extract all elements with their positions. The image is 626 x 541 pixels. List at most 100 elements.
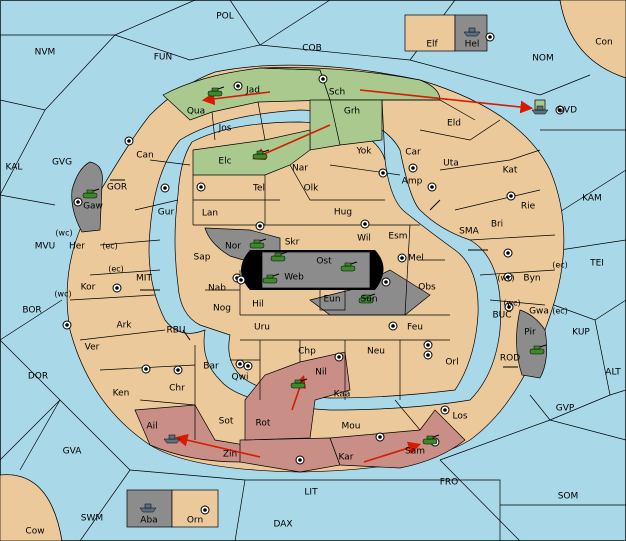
province-label-fun[interactable]: FUN bbox=[154, 53, 173, 63]
province-label-nar[interactable]: Nar bbox=[292, 164, 308, 174]
province-label-orn[interactable]: Orn bbox=[187, 516, 203, 526]
province-label-nog[interactable]: Nog bbox=[213, 304, 231, 314]
province-label-mvu[interactable]: MVU bbox=[35, 242, 56, 252]
province-label-los[interactable]: Los bbox=[452, 412, 467, 422]
province-label-lit[interactable]: LIT bbox=[304, 488, 318, 498]
army-unit-ost[interactable] bbox=[340, 261, 358, 272]
province-label-can[interactable]: Can bbox=[136, 151, 154, 161]
province-label-nom[interactable]: NOM bbox=[532, 54, 554, 64]
province-label-eun[interactable]: Eun bbox=[323, 295, 340, 305]
province-label-sam[interactable]: Sam bbox=[405, 447, 425, 457]
province-label-ver[interactable]: Ver bbox=[85, 343, 100, 353]
province-label-bar[interactable]: Bar bbox=[203, 362, 219, 372]
province-label-ail[interactable]: Ail bbox=[146, 422, 157, 432]
province-label-kaa[interactable]: Kaa bbox=[334, 390, 351, 400]
army-unit-gaw[interactable] bbox=[82, 188, 100, 199]
province-label-pol[interactable]: POL bbox=[216, 12, 234, 22]
province-label-olk[interactable]: Olk bbox=[304, 184, 320, 194]
province-label-kup[interactable]: KUP bbox=[572, 328, 590, 338]
fleet-unit-aba[interactable] bbox=[139, 503, 157, 513]
province-label-hil[interactable]: Hil bbox=[252, 300, 264, 310]
province-label-mou[interactable]: Mou bbox=[342, 422, 361, 432]
province-label-rot[interactable]: Rot bbox=[256, 419, 271, 429]
province-label-gwa[interactable]: Gwa bbox=[529, 307, 549, 317]
province-label-qua[interactable]: Qua bbox=[187, 107, 205, 117]
province-label-gur[interactable]: Gur bbox=[158, 208, 175, 218]
province-label-eld[interactable]: Eld bbox=[447, 119, 461, 129]
province-label-amp[interactable]: Amp bbox=[402, 177, 423, 187]
province-label-kor[interactable]: Kor bbox=[81, 283, 96, 293]
province-label-sma[interactable]: SMA bbox=[459, 227, 479, 237]
province-label-swm[interactable]: SWM bbox=[81, 514, 103, 524]
province-label-kar[interactable]: Kar bbox=[339, 453, 354, 463]
province-label-tel[interactable]: Tel bbox=[252, 184, 265, 194]
province-label-ark[interactable]: Ark bbox=[116, 321, 132, 331]
province-label-web[interactable]: Web bbox=[284, 273, 304, 283]
army-unit-web[interactable] bbox=[262, 273, 280, 284]
province-label-chp[interactable]: Chp bbox=[298, 347, 316, 357]
province-label-qwi[interactable]: Qwi bbox=[232, 373, 249, 383]
province-label-sch[interactable]: Sch bbox=[329, 88, 345, 98]
province-label-yok[interactable]: Yok bbox=[355, 147, 372, 157]
province-label-wil[interactable]: Wil bbox=[357, 234, 371, 244]
province-label-fro[interactable]: FRO bbox=[440, 478, 459, 488]
army-unit-sun[interactable] bbox=[358, 293, 376, 304]
province-label-cob[interactable]: COB bbox=[302, 44, 322, 54]
province-label-zin[interactable]: Zin bbox=[223, 450, 237, 460]
province-label-gaw[interactable]: Gaw bbox=[83, 202, 103, 212]
province-label-hel[interactable]: Hel bbox=[465, 40, 480, 50]
province-label-dor[interactable]: DOR bbox=[28, 372, 48, 382]
province-label-nil[interactable]: Nil bbox=[315, 368, 327, 378]
province-label-con[interactable]: Con bbox=[595, 38, 613, 48]
province-label-mel[interactable]: Mel bbox=[408, 254, 424, 264]
province-label-orl[interactable]: Orl bbox=[445, 358, 458, 368]
army-unit-jad[interactable] bbox=[207, 86, 225, 97]
province-label-sap[interactable]: Sap bbox=[194, 253, 211, 263]
fleet-unit-ovd[interactable] bbox=[531, 105, 549, 115]
province-label-kat[interactable]: Kat bbox=[503, 166, 518, 176]
army-unit-nor[interactable] bbox=[249, 238, 267, 249]
province-label-elf[interactable]: Elf bbox=[426, 40, 438, 50]
province-label-gvg[interactable]: GVG bbox=[52, 158, 72, 168]
province-label-feu[interactable]: Feu bbox=[407, 323, 423, 333]
province-label-pir[interactable]: Pir bbox=[524, 328, 536, 338]
province-label-mit[interactable]: MIT bbox=[136, 274, 152, 284]
fleet-unit-hel[interactable] bbox=[463, 27, 481, 37]
province-label-ovd[interactable]: OVD bbox=[557, 106, 577, 116]
province-label-skr[interactable]: Skr bbox=[285, 238, 300, 248]
province-label-nvm[interactable]: NVM bbox=[35, 48, 56, 58]
province-label-gva[interactable]: GVA bbox=[63, 447, 83, 457]
province-label-rbu[interactable]: RBU bbox=[166, 326, 185, 336]
province-label-tei[interactable]: TEI bbox=[589, 259, 604, 269]
province-label-bor[interactable]: BOR bbox=[22, 306, 41, 316]
army-unit-nil[interactable] bbox=[290, 378, 308, 389]
fleet-unit-ail[interactable] bbox=[163, 434, 181, 444]
province-label-elc[interactable]: Elc bbox=[218, 157, 231, 167]
army-unit-pir[interactable] bbox=[529, 344, 547, 355]
province-label-dax[interactable]: DAX bbox=[273, 520, 292, 530]
province-label-ken[interactable]: Ken bbox=[113, 389, 130, 399]
province-label-sun[interactable]: Sun bbox=[360, 295, 377, 305]
province-label-rie[interactable]: Rie bbox=[521, 202, 536, 212]
province-label-obs[interactable]: Obs bbox=[418, 283, 436, 293]
province-label-car[interactable]: Car bbox=[405, 148, 421, 158]
province-label-grh[interactable]: Grh bbox=[344, 107, 360, 117]
province-label-sot[interactable]: Sot bbox=[219, 417, 234, 427]
province-label-byn[interactable]: Byn bbox=[523, 274, 540, 284]
province-label-cow[interactable]: Cow bbox=[25, 527, 44, 537]
province-label-rod[interactable]: ROD bbox=[500, 354, 520, 364]
province-label-ost[interactable]: Ost bbox=[316, 257, 332, 267]
army-unit-elc[interactable] bbox=[252, 149, 270, 160]
province-label-her[interactable]: Her bbox=[69, 242, 85, 252]
province-label-aba[interactable]: Aba bbox=[140, 516, 157, 526]
province-label-jos[interactable]: Jos bbox=[218, 124, 232, 134]
province-label-chr[interactable]: Chr bbox=[169, 384, 185, 394]
province-label-kal[interactable]: KAL bbox=[6, 163, 23, 173]
province-label-esm[interactable]: Esm bbox=[388, 232, 407, 242]
province-label-alt[interactable]: ALT bbox=[605, 368, 621, 378]
province-label-kam[interactable]: KAM bbox=[582, 194, 602, 204]
province-label-nab[interactable]: Nab bbox=[208, 284, 226, 294]
province-label-lan[interactable]: Lan bbox=[202, 209, 218, 219]
province-label-uru[interactable]: Uru bbox=[254, 323, 270, 333]
province-label-bri[interactable]: Bri bbox=[491, 220, 503, 230]
